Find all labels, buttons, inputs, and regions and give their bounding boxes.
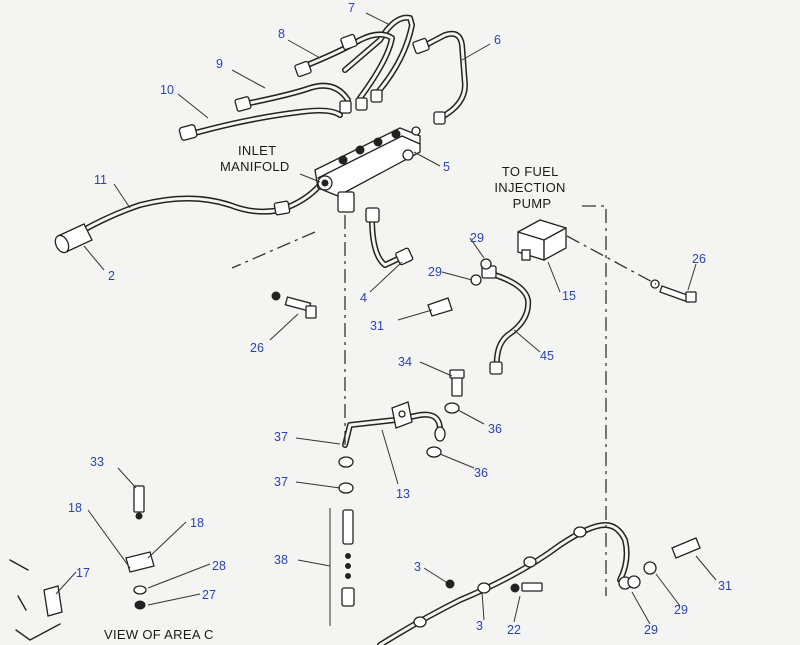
callout-33: 33: [90, 455, 104, 469]
callout-28: 28: [212, 559, 226, 573]
callout-36b: 36: [474, 466, 488, 480]
fuel-manifold: [314, 126, 421, 213]
callout-29a: 29: [470, 231, 484, 245]
callout-13: 13: [396, 487, 410, 501]
callout-10: 10: [160, 83, 174, 97]
callout-3a: 3: [414, 560, 421, 574]
callout-31a: 31: [370, 319, 384, 333]
pipe-45: [481, 265, 532, 375]
callout-38: 38: [274, 553, 288, 567]
callout-45: 45: [540, 349, 554, 363]
injector-pipe-8: [297, 31, 395, 101]
callout-17: 17: [76, 566, 90, 580]
callout-7: 7: [348, 1, 355, 15]
callout-numbers: 7 8 6 9 10 5 11 2 29 29 26 15 4 31 26 45…: [68, 1, 732, 637]
reference-lines: [231, 205, 657, 596]
callout-3b: 3: [476, 619, 483, 633]
callout-22: 22: [507, 623, 521, 637]
callout-18a: 18: [68, 501, 82, 515]
injector-pipe-9: [237, 82, 351, 108]
callout-2: 2: [108, 269, 115, 283]
leader-lines: [55, 12, 717, 626]
callout-8: 8: [278, 27, 285, 41]
pipe-13: [342, 401, 446, 448]
injector-pipe-10: [192, 107, 343, 136]
callout-18b: 18: [190, 516, 204, 530]
fitting-2: [54, 223, 93, 254]
callout-4: 4: [360, 291, 367, 305]
return-pipe-22: [377, 522, 632, 645]
fuel-pipe-4: [365, 207, 414, 268]
callout-34: 34: [398, 355, 412, 369]
callout-29b: 29: [428, 265, 442, 279]
view-of-area-label: VIEW OF AREA C: [104, 627, 214, 642]
injector-pipe-6: [417, 30, 468, 121]
bracket-15: [517, 219, 567, 261]
callout-29c: 29: [674, 603, 688, 617]
callout-37a: 37: [274, 430, 288, 444]
pipe-nuts: [178, 33, 446, 216]
injector-pipe-7: [342, 14, 415, 95]
inlet-manifold-label: INLET MANIFOLD: [220, 143, 290, 174]
to-fuel-injection-pump-label: TO FUEL INJECTION PUMP: [494, 164, 569, 211]
callout-15: 15: [562, 289, 576, 303]
callout-27: 27: [202, 588, 216, 602]
injector-pipe-11: [77, 182, 323, 235]
callout-29d: 29: [644, 623, 658, 637]
callout-11: 11: [94, 173, 107, 187]
callout-26a: 26: [692, 252, 706, 266]
callout-37b: 37: [274, 475, 288, 489]
callout-5: 5: [443, 160, 450, 174]
callout-26b: 26: [250, 341, 264, 355]
callout-6: 6: [494, 33, 501, 47]
hardware: [9, 258, 701, 641]
callout-36a: 36: [488, 422, 502, 436]
callout-31b: 31: [718, 579, 732, 593]
callout-9: 9: [216, 57, 223, 71]
